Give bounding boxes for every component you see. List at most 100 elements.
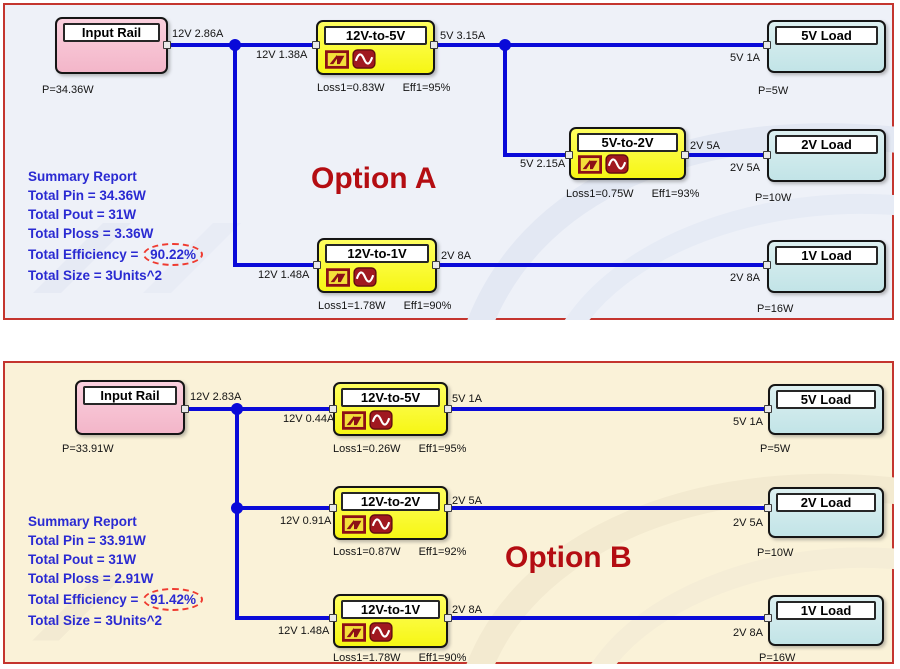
connection-port bbox=[312, 41, 320, 49]
node-load-2v-b[interactable]: 2V Load bbox=[768, 487, 884, 538]
wire-label: 12V 1.48A bbox=[278, 625, 330, 637]
converter-icons bbox=[342, 622, 393, 642]
loss-eff-label: Loss1=0.75W Eff1=93% bbox=[566, 188, 699, 200]
connection-port bbox=[444, 405, 452, 413]
junction-dot bbox=[229, 39, 241, 51]
wire-conv2v-to-load2v-b bbox=[448, 506, 768, 510]
junction-dot bbox=[231, 502, 243, 514]
node-title: 12V-to-1V bbox=[341, 600, 440, 619]
wire-conv1v-to-load1v-b bbox=[448, 616, 768, 620]
eff-value: Eff1=95% bbox=[418, 443, 467, 455]
wire-conv5v-to-load5v-b bbox=[448, 407, 768, 411]
loss-value: Loss1=1.78W bbox=[333, 652, 401, 664]
regulator-wave-icon bbox=[369, 410, 393, 430]
summary-total-pout: Total Pout = 31W bbox=[28, 552, 137, 567]
wire-label: 2V 8A bbox=[452, 604, 482, 616]
wire-label: 2V 8A bbox=[441, 250, 471, 262]
connection-port bbox=[763, 261, 771, 269]
node-load-2v-a[interactable]: 2V Load bbox=[767, 129, 886, 182]
wire-label: 5V 3.15A bbox=[440, 30, 486, 42]
wire-conv5v-to-load5v-a bbox=[435, 43, 767, 47]
connection-port bbox=[329, 405, 337, 413]
eff-value: Eff1=90% bbox=[403, 300, 452, 312]
connection-port bbox=[329, 614, 337, 622]
node-load-5v-a[interactable]: 5V Load bbox=[767, 20, 886, 73]
power-label: P=5W bbox=[758, 85, 789, 97]
node-converter-12v-2v-b[interactable]: 12V-to-2V bbox=[333, 486, 448, 540]
power-label: P=10W bbox=[757, 547, 794, 559]
connection-port bbox=[763, 151, 771, 159]
junction-dot bbox=[231, 403, 243, 415]
summary-total-efficiency: Total Efficiency = 91.42% bbox=[28, 588, 203, 611]
node-title: 5V Load bbox=[776, 390, 876, 409]
loss-value: Loss1=0.26W bbox=[333, 443, 401, 455]
wire-label: 12V 1.38A bbox=[256, 49, 308, 61]
node-title: 2V Load bbox=[775, 135, 878, 154]
converter-icons bbox=[342, 410, 393, 430]
connection-port bbox=[764, 614, 772, 622]
loss-eff-label: Loss1=0.26W Eff1=95% bbox=[333, 443, 466, 455]
node-load-1v-b[interactable]: 1V Load bbox=[768, 595, 884, 646]
node-input-rail-b[interactable]: Input Rail bbox=[75, 380, 185, 435]
wire-label: 12V 1.48A bbox=[258, 269, 310, 281]
wire-label: 2V 5A bbox=[452, 495, 482, 507]
node-title: 12V-to-1V bbox=[325, 244, 429, 263]
wire-label: 5V 1A bbox=[733, 416, 763, 428]
power-label: P=10W bbox=[755, 192, 792, 204]
wire-5v-branch-a bbox=[503, 43, 507, 157]
summary-report-b: Summary Report Total Pin = 33.91W Total … bbox=[28, 512, 203, 630]
summary-report-a: Summary Report Total Pin = 34.36W Total … bbox=[28, 167, 203, 285]
power-label: P=16W bbox=[757, 303, 794, 315]
lt-logo-icon bbox=[578, 154, 602, 174]
power-label: P=16W bbox=[759, 652, 796, 664]
regulator-wave-icon bbox=[605, 154, 629, 174]
converter-icons bbox=[325, 49, 376, 69]
connection-port bbox=[763, 41, 771, 49]
node-title: 12V-to-5V bbox=[341, 388, 440, 407]
node-title: 12V-to-2V bbox=[341, 492, 440, 511]
efficiency-prefix: Total Efficiency = bbox=[28, 592, 143, 607]
node-converter-12v-1v-b[interactable]: 12V-to-1V bbox=[333, 594, 448, 648]
power-label: P=34.36W bbox=[42, 84, 94, 96]
regulator-wave-icon bbox=[369, 514, 393, 534]
node-input-rail-a[interactable]: Input Rail bbox=[55, 17, 168, 74]
connection-port bbox=[430, 41, 438, 49]
connection-port bbox=[565, 151, 573, 159]
loss-eff-label: Loss1=1.78W Eff1=90% bbox=[333, 652, 466, 664]
lt-logo-icon bbox=[342, 514, 366, 534]
converter-icons bbox=[578, 154, 629, 174]
wire-label: 12V 2.86A bbox=[172, 28, 224, 40]
eff-value: Eff1=92% bbox=[418, 546, 467, 558]
loss-value: Loss1=0.75W bbox=[566, 188, 634, 200]
connection-port bbox=[432, 261, 440, 269]
node-converter-12v-1v-a[interactable]: 12V-to-1V bbox=[317, 238, 437, 293]
summary-total-pin: Total Pin = 33.91W bbox=[28, 533, 146, 548]
node-load-5v-b[interactable]: 5V Load bbox=[768, 384, 884, 435]
eff-value: Eff1=90% bbox=[418, 652, 467, 664]
node-converter-5v-2v-a[interactable]: 5V-to-2V bbox=[569, 127, 686, 180]
wire-trunk-to-conv2v-b bbox=[235, 506, 333, 510]
summary-heading: Summary Report bbox=[28, 514, 137, 529]
loss-eff-label: Loss1=0.87W Eff1=92% bbox=[333, 546, 466, 558]
wire-rail-to-conv5v-a bbox=[166, 43, 318, 47]
summary-total-pout: Total Pout = 31W bbox=[28, 207, 137, 222]
loss-value: Loss1=0.87W bbox=[333, 546, 401, 558]
loss-value: Loss1=0.83W bbox=[317, 82, 385, 94]
node-converter-12v-5v-b[interactable]: 12V-to-5V bbox=[333, 382, 448, 436]
node-title: Input Rail bbox=[63, 23, 160, 42]
loss-value: Loss1=1.78W bbox=[318, 300, 386, 312]
node-converter-12v-5v-a[interactable]: 12V-to-5V bbox=[316, 20, 435, 75]
wire-label: 12V 2.83A bbox=[190, 391, 242, 403]
summary-total-pin: Total Pin = 34.36W bbox=[28, 188, 146, 203]
node-load-1v-a[interactable]: 1V Load bbox=[767, 240, 886, 293]
wire-trunk-a bbox=[233, 43, 237, 267]
wire-conv2v-to-load2v-a bbox=[686, 153, 767, 157]
wire-label: 5V 2.15A bbox=[520, 158, 566, 170]
summary-heading: Summary Report bbox=[28, 169, 137, 184]
connection-port bbox=[163, 41, 171, 49]
wire-label: 2V 8A bbox=[730, 272, 760, 284]
node-title: 5V-to-2V bbox=[577, 133, 678, 152]
power-label: P=33.91W bbox=[62, 443, 114, 455]
summary-total-size: Total Size = 3Units^2 bbox=[28, 268, 163, 283]
